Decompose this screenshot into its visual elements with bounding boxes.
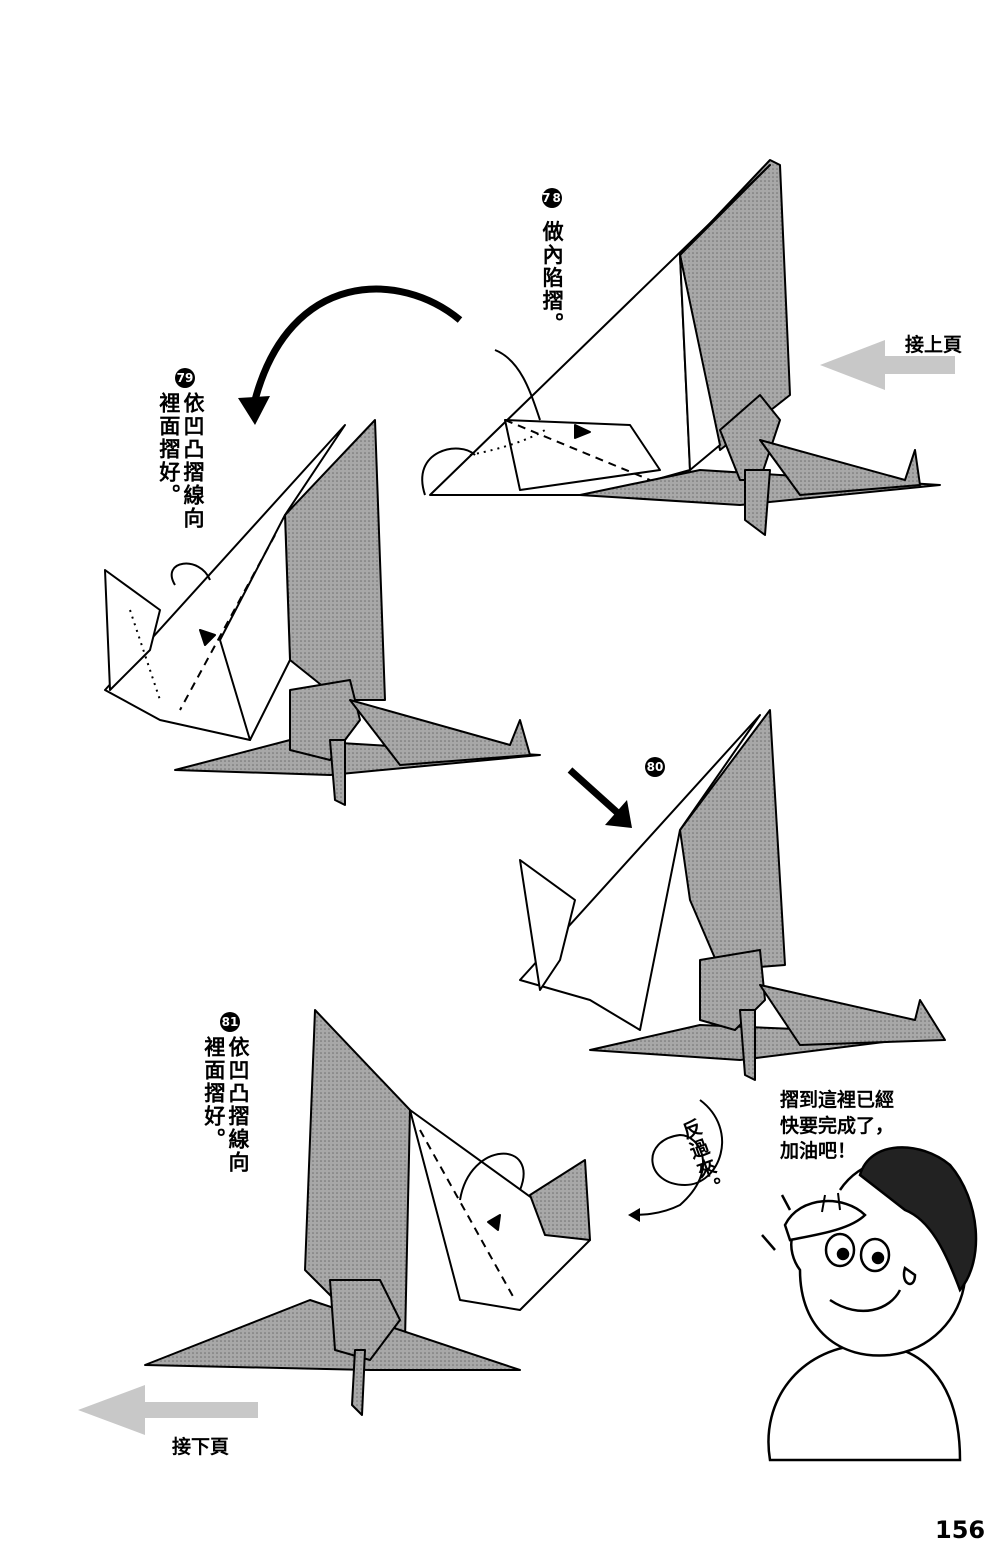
step-78-diagram bbox=[421, 159, 941, 536]
speech-line-3: 加油吧！ bbox=[780, 1140, 857, 1163]
step-78-label: 78 做內陷摺。 bbox=[540, 188, 564, 335]
step-81-instruction: 依凹凸摺線向裡面摺好。 bbox=[201, 1036, 250, 1174]
continue-to-label: 接下頁 bbox=[172, 1436, 230, 1458]
step-80-number: 80 bbox=[645, 757, 665, 777]
step-79-number: 79 bbox=[175, 368, 195, 388]
step-78-number: 78 bbox=[542, 188, 563, 208]
arrow-to-step-80 bbox=[567, 767, 623, 818]
continue-from-label: 接上頁 bbox=[905, 334, 963, 356]
step-81-number: 81 bbox=[220, 1012, 240, 1032]
cartoon-boy-illustration bbox=[761, 1146, 978, 1462]
step-transition-arrow bbox=[251, 285, 463, 401]
step-78-instruction: 做內陷摺。 bbox=[540, 220, 565, 336]
flip-over-arrow bbox=[629, 1099, 724, 1216]
step-81-label: 81 依凹凸摺線向裡面摺好。 bbox=[190, 1012, 250, 1174]
page-number: 156 bbox=[935, 1516, 986, 1544]
step-79-instruction: 依凹凸摺線向裡面摺好。 bbox=[156, 392, 205, 530]
step-79-diagram bbox=[104, 419, 541, 806]
step-80-diagram bbox=[519, 709, 946, 1081]
step-81-diagram bbox=[144, 1009, 591, 1416]
continue-from-arrow bbox=[820, 340, 955, 390]
speech-line-2: 快要完成了， bbox=[780, 1114, 895, 1137]
speech-line-1: 摺到這裡已經 bbox=[780, 1089, 895, 1111]
continue-to-arrow bbox=[78, 1385, 258, 1435]
step-79-label: 79 依凹凸摺線向裡面摺好。 bbox=[145, 368, 205, 530]
speech-bubble: 摺到這裡已經 快要完成了， 加油吧！ bbox=[780, 1088, 894, 1165]
